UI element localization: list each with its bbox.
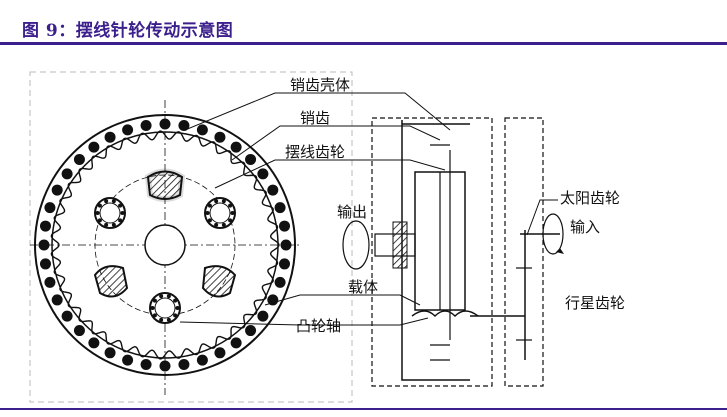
pin-tooth [140,119,152,131]
pin-tooth [51,294,63,306]
leader-lines [179,92,558,326]
figure-header: 图 9：摆线针轮传动示意图 [0,0,727,45]
label-cycloid-gear: 摆线齿轮 [285,143,345,161]
pin-tooth [38,239,50,251]
pin-tooth [196,354,208,366]
pin-tooth [122,354,134,366]
pin-tooth [257,310,269,322]
pin-tooth [245,153,257,165]
pin-tooth [274,202,286,214]
pin-tooth [39,258,51,270]
front-view-frame [29,71,353,403]
pin-tooth [73,153,85,165]
header-rule [0,42,727,45]
pin-tooth [274,276,286,288]
label-planet-gear: 行星齿轮 [565,294,625,312]
label-camshaft: 凸轮轴 [296,317,341,335]
pin-tooth [178,359,190,371]
label-sun-gear: 太阳齿轮 [560,189,620,207]
pin-teeth-ring [38,118,292,372]
center-bore [144,224,186,266]
pin-tooth [178,119,190,131]
pin-tooth [159,360,171,372]
pin-tooth [88,337,100,349]
pin-tooth [73,325,85,337]
pin-tooth [245,325,257,337]
pin-tooth [140,359,152,371]
pin-tooth [230,141,242,153]
pin-tooth [279,220,291,232]
side-view [342,117,564,387]
cycloid-drive-diagram: 销齿壳体 销齿 摆线齿轮 输出 载体 凸轮轴 太阳齿轮 输入 行星齿轮 [29,71,625,403]
pin-tooth [267,294,279,306]
pin-tooth [104,131,116,143]
figure-title: 图 9：摆线针轮传动示意图 [22,21,234,41]
pin-tooth [88,141,100,153]
pin-tooth [104,347,116,359]
footer-rule [0,408,727,410]
pin-tooth [230,337,242,349]
pin-tooth [279,258,291,270]
pin-tooth [61,168,73,180]
label-pin-housing: 销齿壳体 [290,76,350,94]
pin-tooth [196,124,208,136]
pin-tooth [214,131,226,143]
pin-tooth [61,310,73,322]
pin-tooth [122,124,134,136]
label-output: 输出 [337,203,367,221]
label-input: 输入 [570,218,600,236]
pin-tooth [44,202,56,214]
pin-tooth [267,184,279,196]
camshaft-bearing [94,197,126,229]
label-pin-teeth: 销齿 [300,109,330,127]
pin-tooth [39,220,51,232]
pin-tooth [214,347,226,359]
label-carrier: 载体 [348,278,378,296]
pin-tooth [44,276,56,288]
camshaft-bearing [204,197,236,229]
carrier-lobes [93,168,237,298]
camshaft-bearing [149,292,181,324]
camshaft-bearings [94,197,236,324]
pin-tooth [51,184,63,196]
pin-tooth [257,168,269,180]
